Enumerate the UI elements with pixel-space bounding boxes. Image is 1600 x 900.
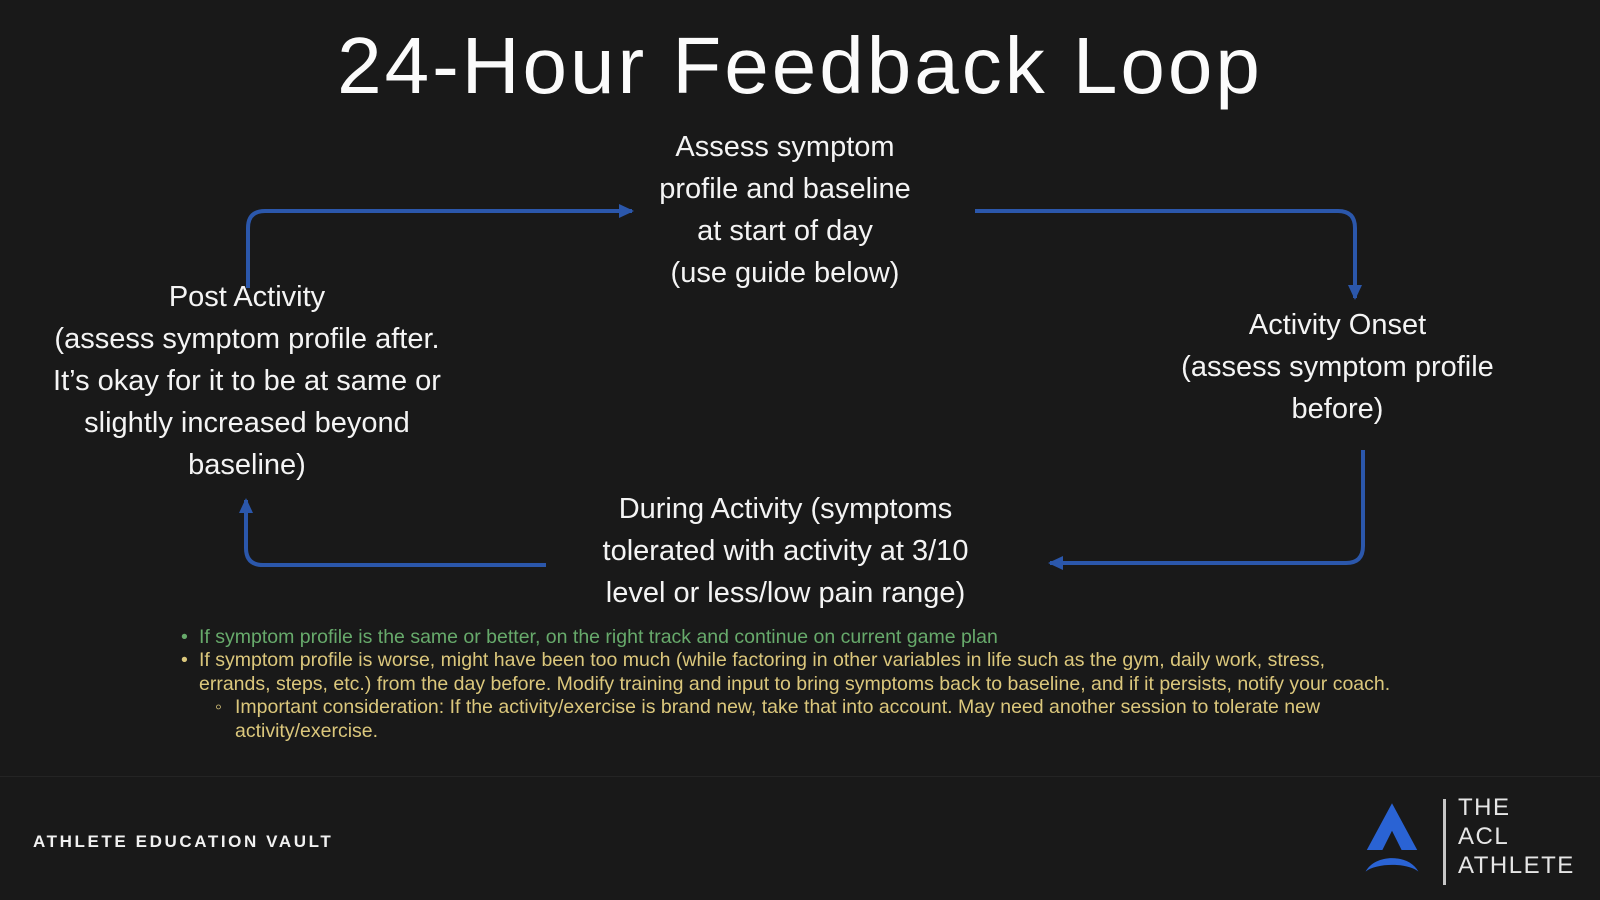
node-activity-onset: Activity Onset (assess symptom profile b…: [1145, 304, 1530, 430]
node-line: (assess symptom profile after.: [54, 323, 440, 355]
node-line: profile and baseline: [659, 173, 911, 205]
node-line: During Activity (symptoms: [618, 493, 953, 525]
node-line: It’s okay for it to be at same or: [53, 365, 441, 397]
node-line: before): [1291, 393, 1384, 425]
athlete-education-vault-label: ATHLETE EDUCATION VAULT: [33, 832, 334, 851]
node-line: level or less/low pain range): [605, 577, 966, 609]
note-worse: If symptom profile is worse, might have …: [177, 649, 1393, 696]
guidance-notes: If symptom profile is the same or better…: [177, 626, 1393, 743]
page-title: 24-Hour Feedback Loop: [337, 21, 1263, 110]
logo-wordmark: THE ACL ATHLETE: [1458, 793, 1575, 880]
logo-word-line: ACL: [1458, 823, 1510, 850]
arrow-onset-to-during: [1048, 450, 1365, 570]
node-line: tolerated with activity at 3/10: [602, 535, 969, 567]
node-line: at start of day: [697, 215, 873, 247]
node-line: Assess symptom: [675, 131, 895, 163]
logo-separator: [1443, 799, 1446, 885]
acl-athlete-triangle-icon: [1365, 803, 1419, 872]
node-line: Post Activity: [168, 281, 326, 313]
note-same-or-better: If symptom profile is the same or better…: [177, 626, 1393, 650]
logo-word-line: ATHLETE: [1458, 852, 1575, 879]
footer-divider: [0, 776, 1600, 777]
logo-word-line: THE: [1458, 794, 1511, 821]
arrow-assess-to-onset: [975, 209, 1362, 300]
node-line: Activity Onset: [1248, 309, 1427, 341]
node-assess-start-of-day: Assess symptom profile and baseline at s…: [585, 126, 985, 294]
node-during-activity: During Activity (symptoms tolerated with…: [558, 488, 1013, 614]
node-line: (use guide below): [670, 257, 900, 289]
node-line: (assess symptom profile: [1181, 351, 1494, 383]
node-line: slightly increased beyond: [84, 407, 410, 439]
node-line: baseline): [188, 449, 306, 481]
note-important-consideration: Important consideration: If the activity…: [211, 696, 1393, 743]
node-post-activity: Post Activity (assess symptom profile af…: [12, 276, 482, 486]
acl-athlete-logo: THE ACL ATHLETE: [1362, 793, 1587, 888]
arrow-during-to-post: [239, 498, 546, 567]
